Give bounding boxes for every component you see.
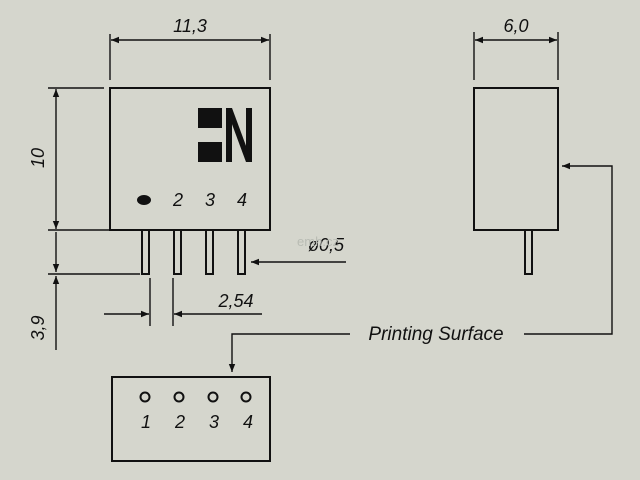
hn-logo [198,108,252,162]
side-view [473,87,559,275]
width-dimension [109,34,271,80]
pin-hole [207,391,219,403]
pin-pitch-dimension [104,278,262,326]
height-dimension [48,87,134,231]
front-view [109,87,271,231]
watermark: emh.cz [297,234,339,249]
pin1-marker-dot [137,195,151,205]
printing-surface-label: Printing Surface [368,324,503,345]
pin-lead [141,229,150,275]
bottom-view [111,376,271,462]
pin-lead [173,229,182,275]
width-dimension-label: 11,3 [173,16,207,36]
pin-hole [173,391,185,403]
bottom-body [111,376,271,462]
pin-hole [139,391,151,403]
bottom-pin-label: 1 [141,412,151,432]
pin-lead [205,229,214,275]
bottom-pin-label: 4 [243,412,253,432]
front-pin-label: 4 [237,190,247,210]
pin-length-dimension-label: 3,9 [28,315,48,340]
height-dimension-label: 10 [28,148,48,168]
side-pin-lead [524,229,533,275]
bottom-pin-label: 2 [174,412,185,432]
pin-pitch-dimension-label: 2,54 [217,291,253,311]
front-pin-label: 2 [172,190,183,210]
pin-lead [237,229,246,275]
front-pin-label: 3 [205,190,215,210]
bottom-pin-label: 3 [209,412,219,432]
printing-surface-leader [228,162,613,372]
depth-dimension [473,32,559,80]
depth-dimension-label: 6,0 [503,16,528,36]
side-body [473,87,559,231]
front-body [109,87,271,231]
pin-hole [240,391,252,403]
pin-length-dimension [48,232,140,350]
front-pins [141,229,246,275]
pin-diameter-label: ø0,5 [308,235,345,255]
